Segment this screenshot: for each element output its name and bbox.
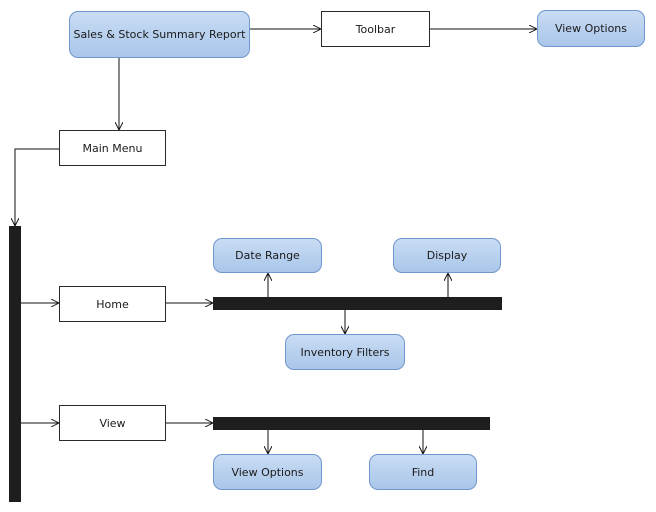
view-horizontal-bar [213,417,490,430]
display-node: Display [393,238,501,273]
toolbar-view-options-node: View Options [537,10,645,47]
toolbar-node: Toolbar [321,11,430,47]
main-menu-node: Main Menu [59,130,166,166]
find-node: Find [369,454,477,490]
inventory-filters-node: Inventory Filters [285,334,405,370]
edge-mainmenu-bar [15,148,59,226]
home-horizontal-bar [213,297,502,310]
main-vertical-bar [9,226,21,502]
home-node: Home [59,286,166,322]
view-view-options-node: View Options [213,454,322,490]
date-range-node: Date Range [213,238,322,273]
view-node: View [59,405,166,441]
root-node: Sales & Stock Summary Report [69,11,250,58]
